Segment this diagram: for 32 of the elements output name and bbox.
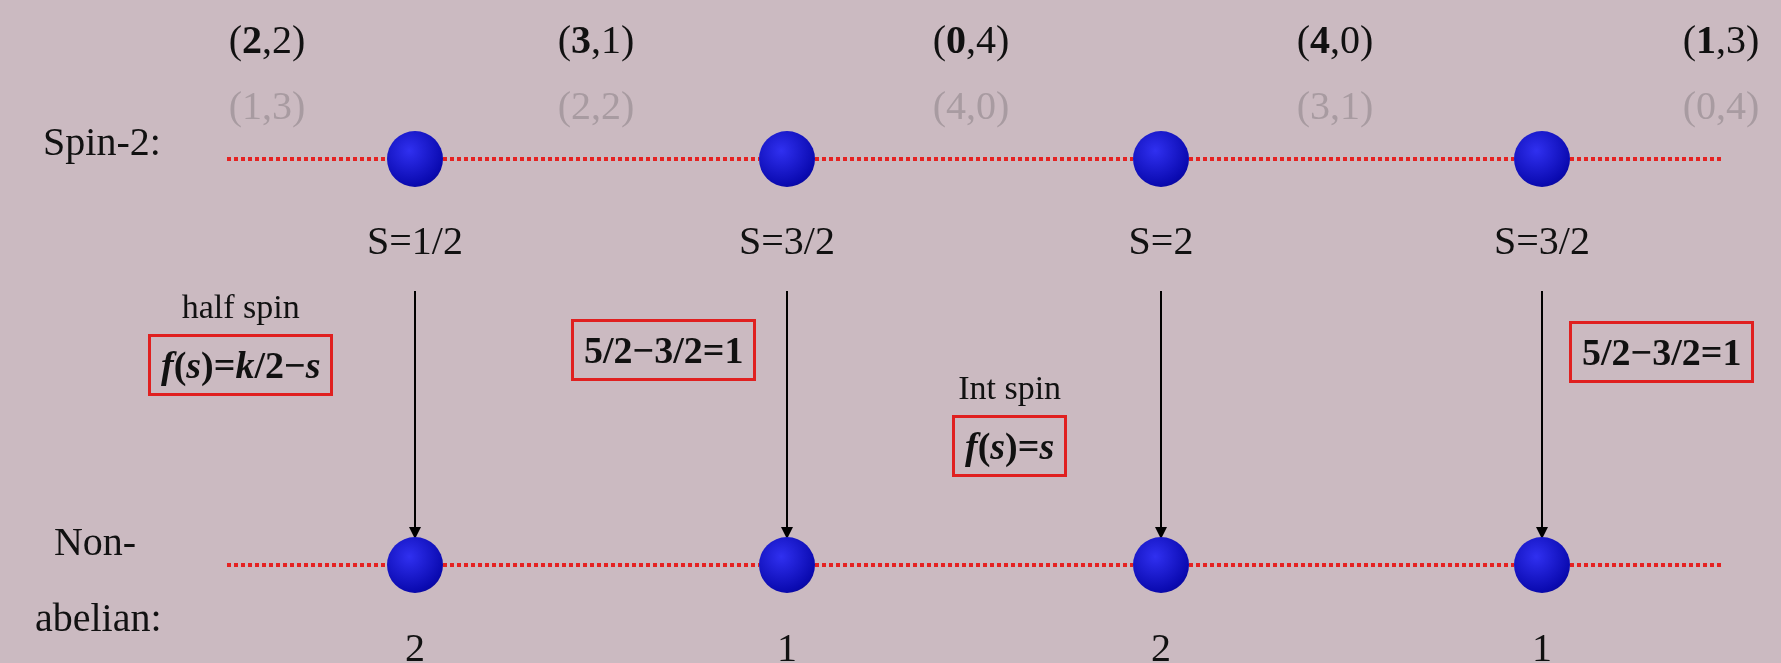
dotted-line [815, 157, 1133, 161]
heading: Int spin [958, 369, 1062, 407]
dotted-line [227, 157, 387, 161]
dotted-line [227, 563, 387, 567]
index-pair: (1,3) [1682, 20, 1760, 60]
value-label: 2 [1151, 628, 1171, 663]
index-pair: (0,4) [932, 20, 1010, 60]
value-label: 1 [777, 628, 797, 663]
dotted-line [1189, 563, 1514, 567]
index-pair: (2,2) [228, 20, 306, 60]
formula-box: f(s)=k/2−s [148, 334, 334, 396]
dotted-line [815, 563, 1133, 567]
dotted-line [1570, 157, 1721, 161]
heading: half spin [181, 288, 300, 326]
spin-label: S=2 [1128, 221, 1194, 261]
dotted-line [1189, 157, 1514, 161]
arrow [1536, 290, 1548, 539]
spin-label: S=3/2 [1494, 221, 1590, 261]
index-pair: (4,0) [1296, 20, 1374, 60]
spin-label: S=1/2 [367, 221, 463, 261]
row-label: Spin-2: [42, 118, 162, 166]
dotted-line [1570, 563, 1721, 567]
value-label: 1 [1532, 628, 1552, 663]
value-label: 2 [405, 628, 425, 663]
formula-box: f(s)=s [952, 415, 1068, 477]
index-pair: (3,1) [557, 20, 635, 60]
arrow [781, 290, 793, 539]
spin-label: S=3/2 [739, 221, 835, 261]
arrow [409, 290, 421, 539]
formula-box: 5/2−3/2=1 [1569, 321, 1755, 383]
arrow [1155, 290, 1167, 539]
formula-box: 5/2−3/2=1 [571, 319, 757, 381]
